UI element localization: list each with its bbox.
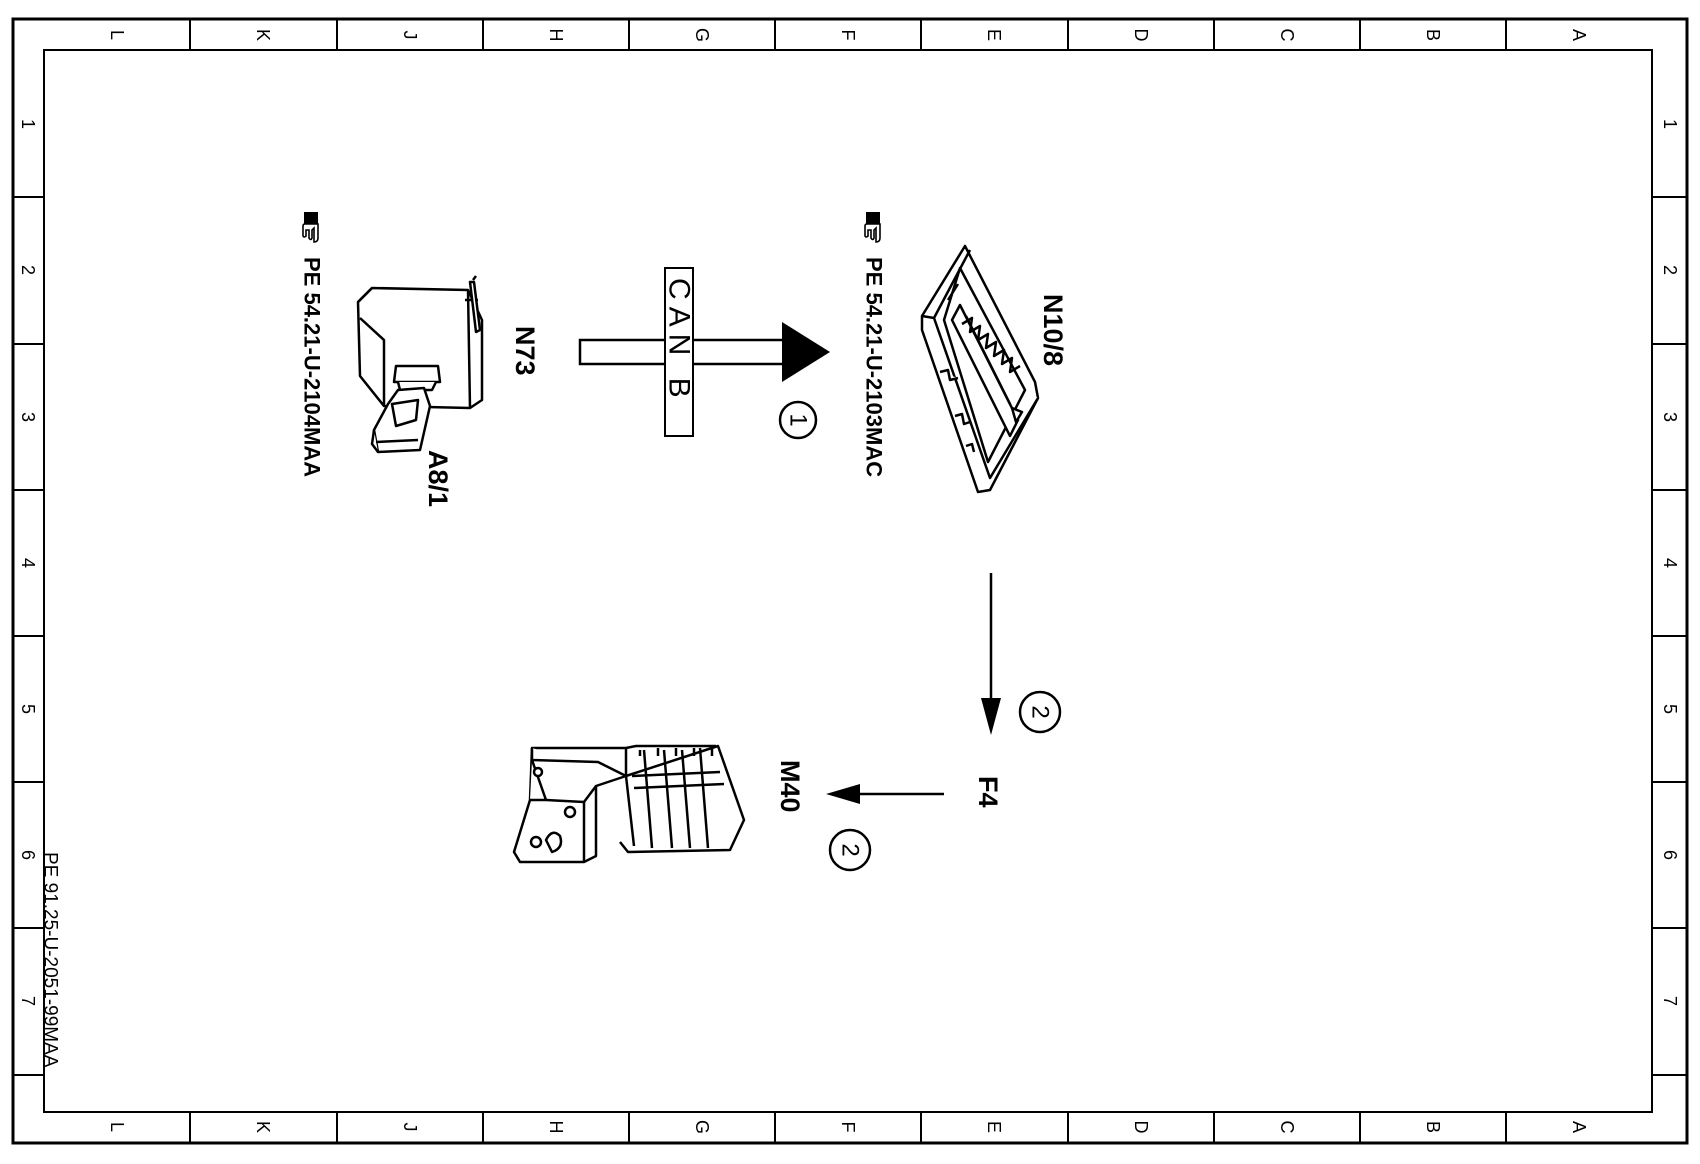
column-dividers-top — [189, 19, 1507, 50]
arrow-f4-to-m40 — [826, 784, 944, 804]
col-label-f-bottom: F — [838, 1122, 858, 1133]
a8-1-reference: PE 54.21-U-2104MAA — [300, 257, 325, 477]
inner-frame — [43, 49, 1653, 1113]
pointing-hand-icon — [864, 212, 881, 243]
col-label-g-top: G — [692, 28, 712, 42]
row-label-7-left: 7 — [18, 996, 38, 1006]
row-label-6-right: 6 — [1660, 850, 1680, 860]
marker-1: 1 — [778, 400, 818, 440]
col-label-c-bottom: C — [1277, 1121, 1297, 1134]
marker-1-text: 1 — [785, 413, 812, 426]
document-code: PE 91.25-U-2051-99MAA — [40, 852, 61, 1068]
col-label-e-top: E — [984, 29, 1004, 41]
can-b-label: CAN B — [663, 278, 696, 405]
row-dividers-left — [13, 196, 44, 1076]
n10-8-reference: PE 54.21-U-2103MAC — [862, 257, 887, 477]
col-label-k-top: K — [253, 29, 273, 41]
col-label-e-bottom: E — [984, 1121, 1004, 1133]
n73-label: N73 — [510, 326, 540, 376]
column-dividers-bottom — [189, 1112, 1507, 1143]
a8-1-label: A8/1 — [423, 450, 453, 507]
marker-2-upper-text: 2 — [1027, 705, 1054, 718]
pointing-hand-icon — [302, 212, 319, 243]
col-label-h-top: H — [546, 29, 566, 42]
row-label-3-left: 3 — [18, 412, 38, 422]
row-label-3-right: 3 — [1660, 412, 1680, 422]
arrow-n10-8-to-f4 — [981, 573, 1001, 735]
col-label-d-bottom: D — [1131, 1121, 1151, 1134]
can-b-bus-arrow — [578, 322, 830, 382]
n10-8-label: N10/8 — [1038, 294, 1068, 366]
col-label-h-bottom: H — [546, 1121, 566, 1134]
col-label-j-top: J — [400, 31, 420, 40]
marker-2-lower-text: 2 — [837, 843, 864, 856]
row-label-4-left: 4 — [18, 558, 38, 568]
outer-frame — [11, 17, 1689, 1145]
row-label-5-right: 5 — [1660, 704, 1680, 714]
row-dividers-right — [1652, 196, 1687, 1076]
col-label-f-top: F — [838, 30, 858, 41]
col-label-c-top: C — [1277, 29, 1297, 42]
row-label-7-right: 7 — [1660, 996, 1680, 1006]
col-label-k-bottom: K — [253, 1121, 273, 1133]
can-b-label-box — [664, 267, 694, 437]
switch-a8-1-drawing — [356, 275, 484, 454]
col-label-a-bottom: A — [1569, 1121, 1589, 1133]
row-label-2-right: 2 — [1660, 265, 1680, 275]
row-label-6-left: 6 — [18, 850, 38, 860]
row-label-1-right: 1 — [1660, 119, 1680, 129]
col-label-l-bottom: L — [107, 1122, 127, 1132]
col-label-j-bottom: J — [400, 1123, 420, 1132]
marker-2-upper: 2 — [1018, 690, 1062, 734]
col-label-g-bottom: G — [692, 1120, 712, 1134]
col-label-b-top: B — [1423, 29, 1443, 41]
module-n10-8-drawing — [920, 244, 1040, 494]
f4-label: F4 — [973, 776, 1003, 808]
col-label-a-top: A — [1569, 29, 1589, 41]
row-labels-right: 1 2 3 4 5 6 7 — [1660, 119, 1680, 1006]
col-label-l-top: L — [107, 30, 127, 40]
row-label-1-left: 1 — [18, 119, 38, 129]
column-labels-bottom: L K J H G F E D C B A — [107, 1120, 1589, 1134]
marker-2-lower: 2 — [828, 828, 872, 872]
row-labels-left: 1 2 3 4 5 6 7 — [18, 119, 38, 1006]
row-label-5-left: 5 — [18, 704, 38, 714]
m40-label: M40 — [775, 760, 805, 813]
col-label-b-bottom: B — [1423, 1121, 1443, 1133]
col-label-d-top: D — [1131, 29, 1151, 42]
row-label-2-left: 2 — [18, 265, 38, 275]
actuator-m40-drawing — [512, 744, 746, 864]
column-labels-top: L K J H G F E D C B A — [107, 28, 1589, 42]
row-label-4-right: 4 — [1660, 558, 1680, 568]
